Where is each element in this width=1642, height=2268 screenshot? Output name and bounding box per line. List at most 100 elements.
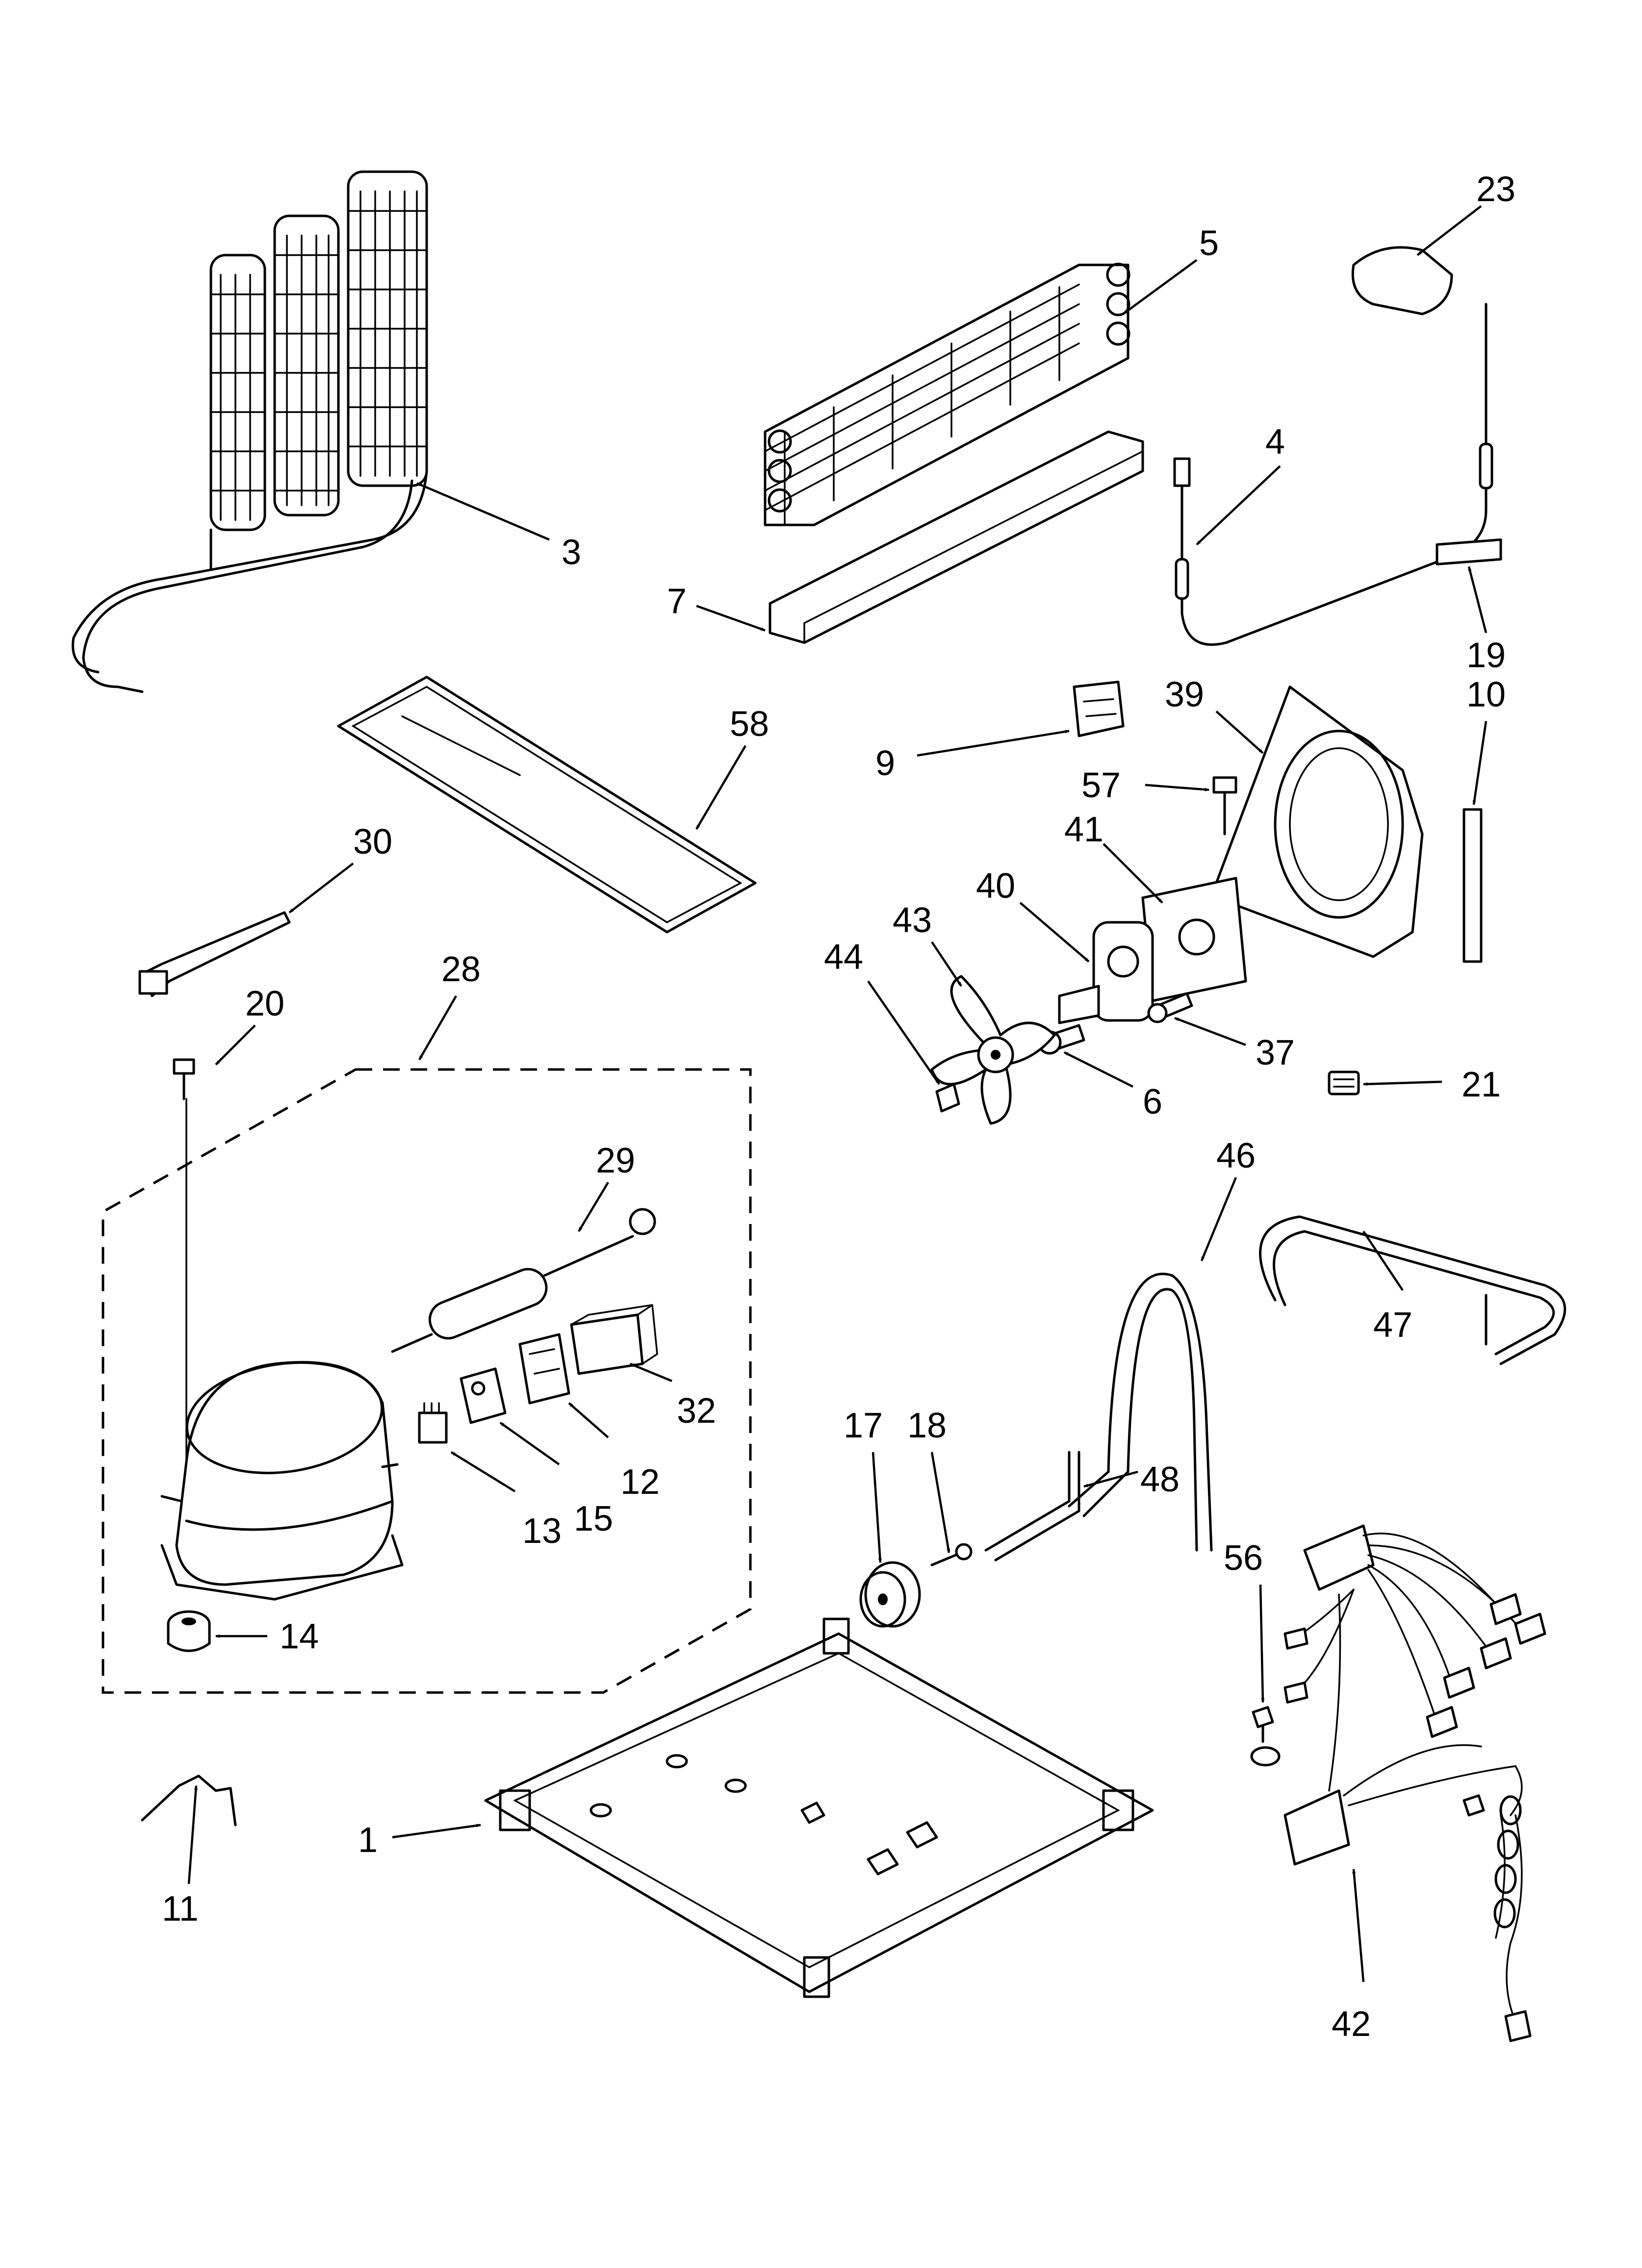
relay — [518, 1333, 570, 1405]
callout-40: 40 — [976, 866, 1090, 963]
callout-29: 29 — [578, 1141, 635, 1232]
fan-motor — [1058, 921, 1154, 1024]
callout-3: 3 — [416, 482, 581, 572]
fan-shroud — [1215, 685, 1424, 958]
callout-5-label: 5 — [1199, 224, 1219, 263]
callout-39: 39 — [1165, 675, 1264, 754]
tube-46 — [1068, 1273, 1213, 1552]
tube-48 — [984, 1451, 1080, 1562]
callout-4-label: 4 — [1265, 422, 1285, 462]
callout-44: 44 — [824, 938, 940, 1085]
callout-12: 12 — [568, 1402, 660, 1502]
screw-37 — [1147, 992, 1193, 1023]
compressor-grommet — [167, 1610, 211, 1652]
callout-56-label: 56 — [1224, 1538, 1263, 1578]
drier — [391, 1208, 656, 1353]
callout-47: 47 — [1362, 1230, 1412, 1345]
callout-32-label: 32 — [677, 1391, 716, 1431]
callout-7: 7 — [667, 582, 766, 632]
callout-30-label: 30 — [353, 822, 392, 861]
callout-43-label: 43 — [893, 901, 932, 940]
cable-tie — [138, 911, 291, 997]
callout-14: 14 — [215, 1617, 319, 1656]
evaporator — [764, 262, 1130, 526]
callout-13-label: 13 — [522, 1512, 562, 1551]
callout-6-label: 6 — [1143, 1082, 1162, 1121]
callout-21: 21 — [1363, 1065, 1501, 1104]
callout-18-label: 18 — [907, 1406, 947, 1445]
callout-57-label: 57 — [1081, 766, 1121, 805]
callout-57: 57 — [1081, 766, 1209, 805]
callout-18: 18 — [907, 1406, 950, 1553]
callout-56: 56 — [1224, 1538, 1265, 1703]
callout-11: 11 — [162, 1785, 199, 1929]
grommet — [1328, 1070, 1360, 1095]
callout-58: 58 — [695, 704, 769, 830]
callout-13: 13 — [450, 1451, 562, 1551]
axle — [930, 1543, 973, 1566]
callout-17-label: 17 — [844, 1406, 883, 1445]
callout-29-label: 29 — [596, 1141, 635, 1180]
relay-cover — [570, 1304, 658, 1375]
fan-retainer — [935, 1083, 960, 1113]
callout-20: 20 — [215, 984, 284, 1066]
callout-41-label: 41 — [1064, 810, 1103, 849]
callout-9: 9 — [875, 730, 1070, 783]
callout-3-label: 3 — [562, 533, 581, 572]
callout-19-label: 19 — [1466, 636, 1506, 675]
base-frame — [484, 1617, 1154, 1998]
compressor — [160, 1361, 404, 1601]
condenser — [72, 170, 428, 693]
callout-6: 6 — [1063, 1051, 1162, 1121]
callout-39-label: 39 — [1165, 675, 1204, 714]
compressor-kit-boundary — [102, 1068, 752, 1694]
callout-43: 43 — [893, 901, 962, 987]
callout-11-label: 11 — [162, 1889, 199, 1929]
callout-15: 15 — [499, 1422, 613, 1538]
callout-37-label: 37 — [1256, 1033, 1295, 1072]
wheel — [859, 1561, 921, 1628]
thermistor-cover — [1351, 246, 1453, 315]
callout-46: 46 — [1200, 1136, 1256, 1261]
callout-42-label: 42 — [1332, 2005, 1371, 2044]
screw-57 — [1212, 776, 1237, 835]
callout-28: 28 — [418, 950, 481, 1061]
callout-23-label: 23 — [1476, 170, 1515, 209]
callout-7-label: 7 — [667, 582, 687, 621]
callout-12-label: 12 — [620, 1462, 660, 1502]
wire-harness — [1283, 1524, 1546, 2042]
terminal — [418, 1402, 448, 1444]
callout-15-label: 15 — [574, 1499, 613, 1538]
callout-19: 19 — [1466, 566, 1506, 675]
callout-14-label: 14 — [280, 1617, 319, 1656]
callout-21-label: 21 — [1462, 1065, 1501, 1104]
callout-30: 30 — [288, 822, 392, 913]
callout-32: 32 — [630, 1362, 716, 1431]
callout-41: 41 — [1064, 810, 1163, 904]
callout-40-label: 40 — [976, 866, 1015, 906]
callout-44-label: 44 — [824, 938, 863, 977]
thermistor-wire — [1173, 303, 1493, 646]
callout-5: 5 — [1122, 224, 1219, 315]
clip — [1436, 538, 1502, 566]
overload — [460, 1367, 507, 1424]
callout-42: 42 — [1332, 1869, 1371, 2044]
foam-strip — [1462, 808, 1483, 963]
callout-17: 17 — [844, 1406, 883, 1563]
callout-28-label: 28 — [441, 950, 481, 989]
wire-clip — [141, 1774, 237, 1826]
callout-37: 37 — [1174, 1017, 1295, 1072]
screw-20 — [173, 1058, 195, 1473]
callout-10-label: 10 — [1466, 675, 1506, 714]
callout-10: 10 — [1466, 675, 1506, 805]
fan-blade — [930, 975, 1056, 1125]
tube-47 — [1259, 1215, 1566, 1365]
callout-1: 1 — [358, 1821, 481, 1860]
callout-47-label: 47 — [1373, 1305, 1412, 1345]
callout-9-label: 9 — [875, 744, 895, 783]
callout-20-label: 20 — [245, 984, 284, 1023]
callout-58-label: 58 — [730, 704, 769, 744]
callout-46-label: 46 — [1216, 1136, 1256, 1175]
callout-48-label: 48 — [1140, 1460, 1180, 1499]
